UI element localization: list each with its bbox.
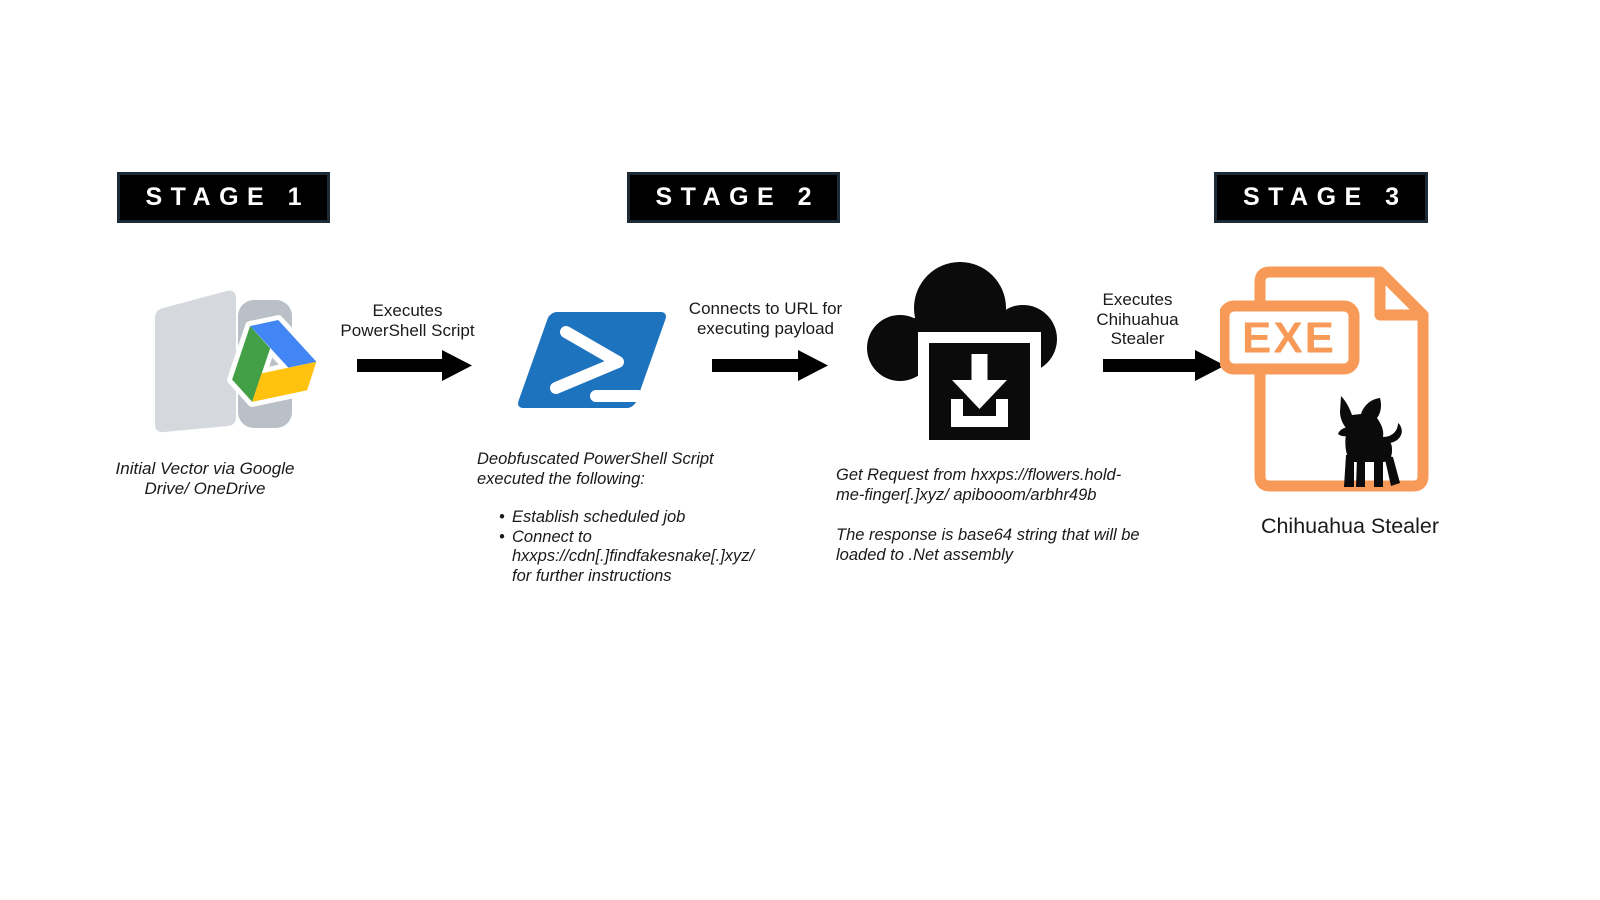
stage-3-header: STAGE 3 — [1214, 172, 1428, 223]
google-drive-onedrive-folder-icon — [155, 290, 322, 433]
bullet-item-scheduled-job: Establish scheduled job — [477, 508, 777, 528]
stage-2-desc-line1: Deobfuscated PowerShell Script — [477, 450, 714, 468]
arrow-1-label: Executes PowerShell Script — [330, 301, 485, 340]
response-note-line2: loaded to .Net assembly — [836, 546, 1014, 564]
stage-1-caption-line1: Initial Vector via Google — [115, 459, 295, 478]
arrow-1-label-line1: Executes — [372, 301, 443, 320]
bullet-2-line1: Connect to — [512, 527, 592, 546]
stage-2-payload-note: Get Request from hxxps://flowers.hold- m… — [836, 465, 1156, 565]
download-arrow-icon — [951, 354, 1008, 427]
arrow-2-label-line1: Connects to URL for — [688, 299, 843, 318]
bullet-item-connect-url: Connect to hxxps://cdn[.]findfakesnake[.… — [477, 528, 777, 587]
bullet-2-line3: for further instructions — [512, 566, 672, 585]
arrow-3-label: Executes Chihuahua Stealer — [1080, 290, 1195, 349]
arrow-1-icon — [357, 350, 472, 381]
arrow-2-label-line2: executing payload — [696, 318, 835, 338]
arrow-3-icon — [1103, 350, 1225, 381]
google-drive-logo — [227, 315, 322, 407]
bullet-1-text: Establish scheduled job — [512, 508, 686, 526]
stage-3-header-label: STAGE 3 — [1242, 183, 1408, 211]
drive-green-panel — [232, 326, 271, 402]
drive-blue-panel — [250, 320, 317, 368]
chihuahua-silhouette — [1338, 396, 1402, 487]
exe-badge-label: EXE — [1242, 314, 1336, 363]
stage-1-header-label: STAGE 1 — [145, 183, 311, 211]
get-request-line2: me-finger[.]xyz/ apibooom/arbhr49b — [836, 486, 1097, 504]
cloud-download-icon — [867, 262, 1057, 440]
arrow-2-icon — [712, 350, 828, 381]
get-request-line1: Get Request from hxxps://flowers.hold- — [836, 466, 1122, 484]
stage-1-caption-line2: Drive/ OneDrive — [144, 479, 266, 498]
exe-file-chihuahua-icon: EXE — [1220, 266, 1429, 492]
drive-yellow-panel — [252, 361, 317, 402]
arrow-3-label-line3: Stealer — [1110, 329, 1165, 348]
stage-2-bullet-list: Establish scheduled job Connect to hxxps… — [477, 508, 777, 586]
powershell-icon — [518, 312, 666, 408]
folded-corner — [1374, 266, 1429, 321]
arrow-3-label-line2: Chihuahua — [1096, 309, 1179, 329]
folder-front-cover — [155, 290, 236, 433]
arrow-2-label: Connects to URL for executing payload — [688, 299, 843, 338]
stage-2-header: STAGE 2 — [627, 172, 840, 223]
bullet-2-line2: hxxps://cdn[.]findfakesnake[.]xyz/ — [512, 547, 755, 565]
response-note-line1: The response is base64 string that will … — [836, 526, 1140, 544]
exe-badge — [1220, 300, 1360, 375]
stage-1-header: STAGE 1 — [117, 172, 330, 223]
stage-2-desc-line2: executed the following: — [477, 469, 645, 488]
stage-3-caption: Chihuahua Stealer — [1260, 514, 1440, 538]
arrow-1-label-line2: PowerShell Script — [340, 320, 475, 340]
stage-2-header-label: STAGE 2 — [655, 183, 821, 211]
stage-1-caption: Initial Vector via Google Drive/ OneDriv… — [95, 459, 315, 499]
powershell-prompt-chevron — [550, 326, 624, 394]
stage-2-description: Deobfuscated PowerShell Script executed … — [477, 450, 777, 586]
arrow-3-label-line1: Executes — [1102, 290, 1173, 309]
